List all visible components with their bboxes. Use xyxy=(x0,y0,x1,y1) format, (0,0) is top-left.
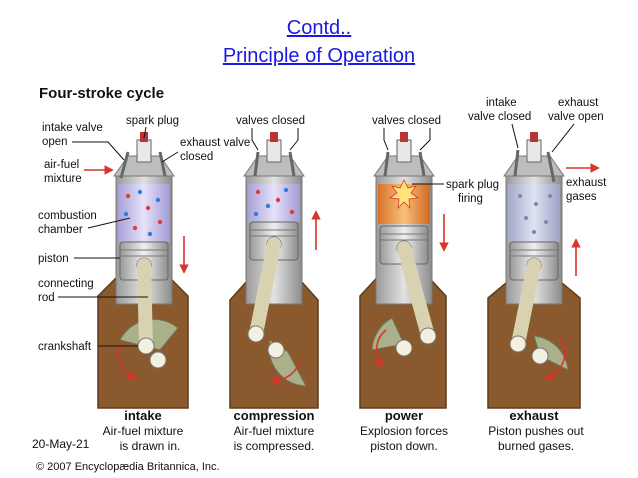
label-spark-plug-firing-2: firing xyxy=(458,193,483,205)
label-crankshaft: crankshaft xyxy=(38,341,92,353)
stroke-desc-compression-1: Air-fuel mixture xyxy=(234,424,315,438)
label-air-fuel-2: mixture xyxy=(44,173,82,185)
slide-title: Contd.. xyxy=(286,17,352,39)
figure-heading: Four-stroke cycle xyxy=(39,85,164,102)
caption-power: power Explosion forces piston down. xyxy=(360,408,448,453)
engine-4-labels: intake valve closed exhaust valve open e… xyxy=(468,97,607,203)
stroke-desc-intake-1: Air-fuel mixture xyxy=(103,424,184,438)
caption-compression: compression Air-fuel mixture is compress… xyxy=(234,408,315,453)
label-exhaust-valve-open: exhaust xyxy=(558,97,599,109)
label-spark-plug: spark plug xyxy=(126,115,179,127)
slide-date: 20-May-21 xyxy=(32,437,90,451)
label-air-fuel: air-fuel xyxy=(44,159,79,171)
stroke-desc-exhaust-2: burned gases. xyxy=(498,439,574,453)
label-intake-valve-open: intake valve xyxy=(42,122,103,134)
stroke-desc-exhaust-1: Piston pushes out xyxy=(488,424,584,438)
stroke-name-exhaust: exhaust xyxy=(509,408,559,423)
engine-3-labels: valves closed spark plug firing xyxy=(372,115,499,205)
label-valves-closed-compression: valves closed xyxy=(236,115,305,127)
engine-exhaust xyxy=(487,132,600,409)
label-exhaust-valve-open-2: valve open xyxy=(548,111,604,123)
label-combustion-chamber: combustion xyxy=(38,210,97,222)
label-exhaust-valve-closed: exhaust valve xyxy=(180,137,250,149)
copyright-notice: © 2007 Encyclopædia Britannica, Inc. xyxy=(36,461,220,473)
caption-exhaust: exhaust Piston pushes out burned gases. xyxy=(488,408,584,453)
stroke-desc-power-2: piston down. xyxy=(370,439,437,453)
label-spark-plug-firing: spark plug xyxy=(446,179,499,191)
stroke-name-compression: compression xyxy=(234,408,315,423)
slide-subtitle: Principle of Operation xyxy=(222,45,416,67)
label-exhaust-gases-2: gases xyxy=(566,191,597,203)
label-valves-closed-power: valves closed xyxy=(372,115,441,127)
label-exhaust-gases: exhaust xyxy=(566,177,607,189)
stroke-desc-power-1: Explosion forces xyxy=(360,424,448,438)
label-intake-valve-closed-2: valve closed xyxy=(468,111,531,123)
label-intake-valve-open-2: open xyxy=(42,136,68,148)
label-piston: piston xyxy=(38,253,69,265)
stroke-name-power: power xyxy=(385,408,423,423)
label-connecting-rod: connecting xyxy=(38,278,94,290)
stroke-desc-compression-2: is compressed. xyxy=(234,439,315,453)
stroke-desc-intake-2: is drawn in. xyxy=(120,439,181,453)
label-connecting-rod-2: rod xyxy=(38,292,55,304)
engine-2-labels: valves closed xyxy=(236,115,305,151)
label-intake-valve-closed: intake xyxy=(486,97,517,109)
caption-intake: intake Air-fuel mixture is drawn in. xyxy=(103,408,184,453)
engine-intake xyxy=(84,132,189,409)
engine-compression xyxy=(229,132,321,409)
engine-1-labels: intake valve open spark plug exhaust val… xyxy=(38,115,250,353)
stroke-name-intake: intake xyxy=(124,408,162,423)
label-exhaust-valve-closed-2: closed xyxy=(180,151,213,163)
label-combustion-chamber-2: chamber xyxy=(38,224,83,236)
engine-power xyxy=(359,132,449,409)
